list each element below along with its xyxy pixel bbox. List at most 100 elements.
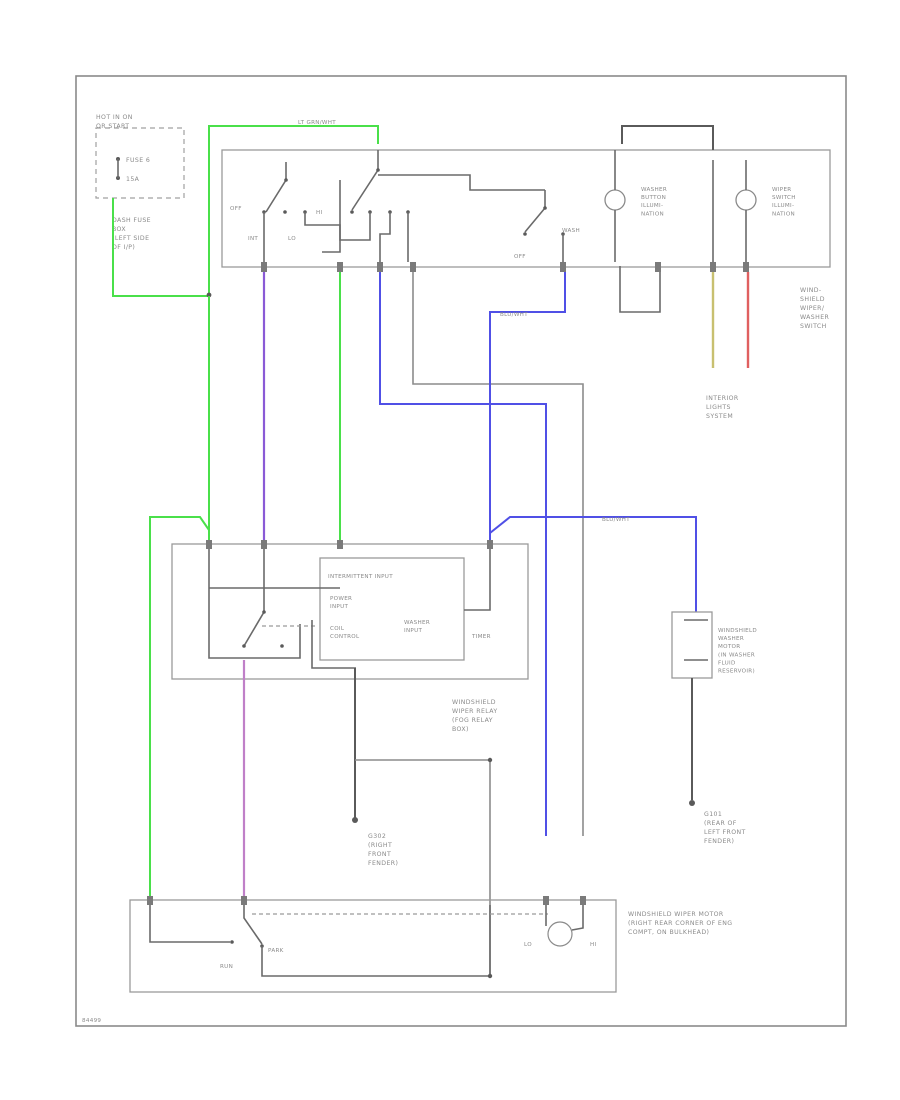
relay-internals bbox=[208, 549, 491, 669]
motor-hi-label: HI bbox=[590, 942, 597, 948]
g302-label: G302 (RIGHT FRONT FENDER) bbox=[368, 833, 398, 867]
label-line: WINDSHIELD bbox=[718, 628, 757, 634]
label-line: SYSTEM bbox=[706, 413, 733, 420]
dash-fuse-box bbox=[95, 127, 185, 199]
wire-label-blu-wht-a: BLU/WHT bbox=[500, 312, 528, 318]
label-line: (LEFT SIDE bbox=[112, 235, 149, 242]
label-line: FENDER) bbox=[368, 860, 398, 867]
washer-motor-label: WINDSHIELD WASHER MOTOR (IN WASHER FLUID RESE… bbox=[718, 628, 757, 675]
wire-label-blu-wht-b: BLU/WHT bbox=[602, 517, 630, 523]
fuse-label: FUSE 6 bbox=[126, 157, 150, 164]
label-line: CONTROL bbox=[330, 634, 360, 640]
label-line: (FOG RELAY bbox=[452, 717, 493, 724]
label-line: OR START bbox=[96, 123, 129, 130]
motor-run-label: RUN bbox=[220, 964, 233, 970]
relay-timer-label: TIMER bbox=[471, 634, 491, 640]
switch-hi-label: HI bbox=[316, 210, 323, 216]
label-line: INPUT bbox=[330, 604, 349, 610]
label-line: SHIELD bbox=[800, 296, 825, 303]
blue-washer-motor-wire bbox=[489, 516, 697, 612]
wiper-relay-box bbox=[171, 543, 529, 680]
switch-terminals bbox=[261, 262, 749, 272]
label-line: POWER bbox=[330, 596, 352, 602]
relay-power-label: POWER INPUT bbox=[330, 596, 352, 610]
label-line: INTERIOR bbox=[706, 395, 739, 402]
relay-washer-label: WASHER INPUT bbox=[404, 620, 430, 634]
label-line: BUTTON bbox=[641, 195, 666, 201]
wiper-motor-internals bbox=[147, 757, 586, 979]
label-line: WIND- bbox=[800, 287, 822, 294]
diagram-footer-code: 84499 bbox=[82, 1018, 101, 1024]
label-line: BOX) bbox=[452, 726, 469, 733]
label-line: G302 bbox=[368, 833, 386, 840]
wiper-motor-box bbox=[129, 899, 617, 993]
fuse-amp-label: 15A bbox=[126, 176, 140, 183]
label-line: FRONT bbox=[368, 851, 391, 858]
label-line: DASH FUSE bbox=[112, 217, 151, 224]
relay-timer-box bbox=[319, 557, 465, 661]
label-line: WINDSHIELD bbox=[452, 699, 496, 706]
motor-park-label: PARK bbox=[268, 948, 284, 954]
label-line: ILLUMI- bbox=[641, 203, 663, 209]
blue-wash-wire bbox=[489, 272, 566, 540]
wire-label-lt-grn-wht-top: LT GRN/WHT bbox=[298, 120, 336, 126]
interior-lights-label: INTERIOR LIGHTS SYSTEM bbox=[706, 395, 739, 420]
lt-grn-wht-feed-wire bbox=[112, 125, 379, 297]
label-line: G101 bbox=[704, 811, 722, 818]
label-line: (IN WASHER bbox=[718, 652, 755, 658]
label-line: (RIGHT bbox=[368, 842, 392, 849]
washer-off-label: OFF bbox=[514, 254, 526, 260]
hot-in-on-label: HOT IN ON OR START bbox=[96, 114, 133, 130]
label-line: NATION bbox=[772, 211, 795, 217]
relay-terminals bbox=[206, 540, 493, 549]
label-line: MOTOR bbox=[718, 644, 740, 650]
relay-intermittent-label: INTERMITTENT INPUT bbox=[328, 574, 393, 580]
gray-park-wire bbox=[412, 272, 584, 836]
washer-illumination-label: WASHER BUTTON ILLUMI- NATION bbox=[641, 187, 667, 217]
washer-wash-label: WASH bbox=[562, 228, 580, 234]
ws-switch-label: WIND- SHIELD WIPER/WASHER SWITCH bbox=[800, 287, 830, 330]
label-line: NATION bbox=[641, 211, 664, 217]
relay-name-label: WINDSHIELD WIPER RELAY (FOG RELAY BOX) bbox=[452, 699, 498, 733]
label-line: RESERVOIR) bbox=[718, 669, 755, 675]
motor-lo-label: LO bbox=[524, 942, 532, 948]
label-line: LIGHTS bbox=[706, 404, 731, 411]
label-line: COIL bbox=[330, 626, 345, 632]
label-line: INPUT bbox=[404, 628, 423, 634]
label-line: COMPT, ON BULKHEAD) bbox=[628, 929, 709, 936]
g101-label: G101 (REAR OF LEFT FRONT FENDER) bbox=[704, 811, 746, 845]
label-line: WIPER/ bbox=[800, 305, 825, 312]
label-line: FENDER) bbox=[704, 838, 734, 845]
illumination-bulbs bbox=[604, 125, 757, 313]
label-line: LEFT FRONT bbox=[704, 829, 746, 836]
switch-lo-label: LO bbox=[288, 236, 296, 242]
label-line: (RIGHT REAR CORNER OF ENG bbox=[628, 920, 732, 927]
switch-off-label: OFF bbox=[230, 206, 242, 212]
blue-hi-wire bbox=[379, 272, 547, 836]
label-line: WIPER RELAY bbox=[452, 708, 498, 715]
switch-int-label: INT bbox=[248, 236, 258, 242]
label-line: FLUID bbox=[718, 660, 736, 666]
label-line: SWITCH bbox=[772, 195, 796, 201]
label-line: HOT IN ON bbox=[96, 114, 133, 121]
label-line: WASHER bbox=[800, 314, 830, 321]
green-to-motor-wire bbox=[149, 516, 210, 898]
label-line: OF I/P) bbox=[112, 244, 135, 251]
fuse-box-label: DASH FUSE BOX (LEFT SIDE OF I/P) bbox=[112, 217, 151, 251]
ground-bus-wire bbox=[355, 759, 491, 976]
wiper-switch-contacts bbox=[262, 150, 565, 262]
wiper-washer-switch-box bbox=[221, 149, 831, 268]
label-line: ILLUMI- bbox=[772, 203, 794, 209]
label-line: (REAR OF bbox=[704, 820, 737, 827]
label-line: BOX bbox=[112, 226, 126, 233]
relay-coil-label: COIL CONTROL bbox=[330, 626, 360, 640]
label-line: WINDSHIELD WIPER MOTOR bbox=[628, 911, 724, 918]
label-line: SWITCH bbox=[800, 323, 827, 330]
label-line: WASHER bbox=[404, 620, 430, 626]
label-line: WASHER bbox=[718, 636, 744, 642]
washer-motor-box bbox=[671, 611, 713, 679]
label-line: WASHER bbox=[641, 187, 667, 193]
wiper-motor-label: WINDSHIELD WIPER MOTOR (RIGHT REAR CORNER… bbox=[628, 911, 732, 936]
